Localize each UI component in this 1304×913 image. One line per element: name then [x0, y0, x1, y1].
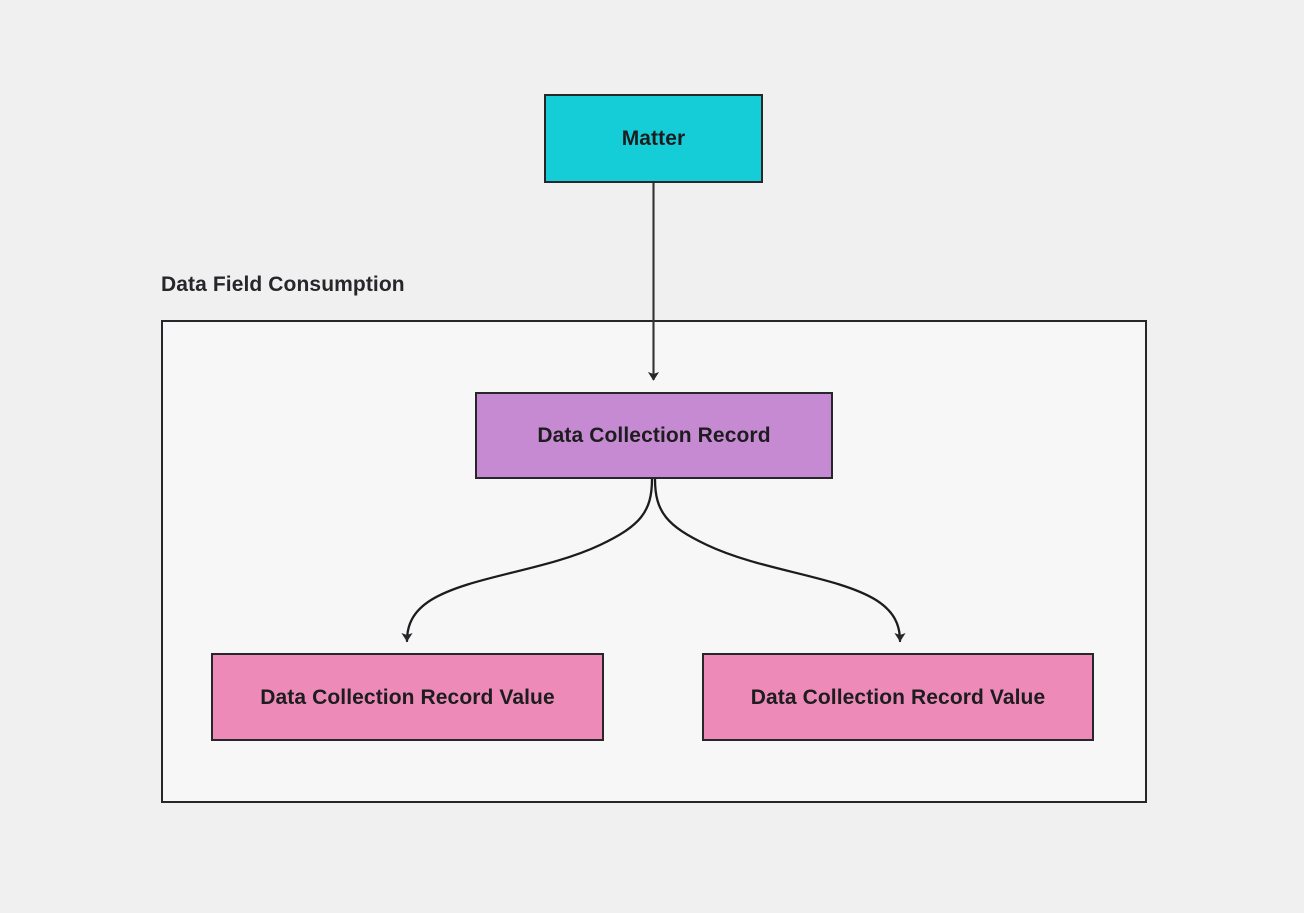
node-data-collection-record-value-left-label: Data Collection Record Value: [260, 685, 555, 709]
node-data-collection-record-value-right[interactable]: Data Collection Record Value: [702, 653, 1094, 741]
node-matter[interactable]: Matter: [544, 94, 763, 183]
node-data-collection-record-value-right-label: Data Collection Record Value: [750, 685, 1046, 709]
node-data-collection-record-label: Data Collection Record: [537, 424, 771, 447]
node-data-collection-record-value-left[interactable]: Data Collection Record Value: [211, 653, 604, 741]
node-matter-label: Matter: [621, 127, 686, 150]
edge-record-to-record-value-left: [401, 477, 654, 643]
node-data-collection-record[interactable]: Data Collection Record: [475, 392, 833, 479]
subgraph-label: Data Field Consumption: [161, 273, 405, 296]
edge-record-to-record-value-right: [653, 477, 906, 643]
